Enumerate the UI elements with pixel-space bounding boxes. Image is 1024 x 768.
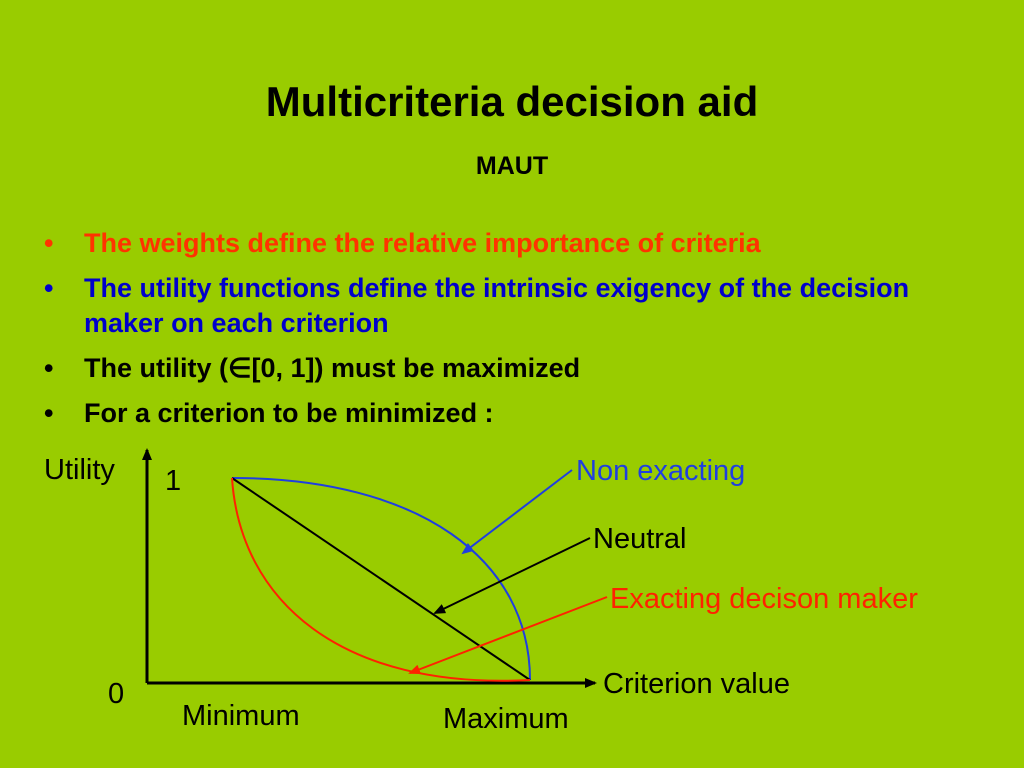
bullet-marker: • (44, 273, 54, 303)
bullet-text: The utility functions define the intrins… (84, 273, 910, 338)
bullet-item-utility-functions: • The utility functions define the intri… (44, 271, 994, 341)
x-min-label: Minimum (182, 700, 300, 732)
neutral-pointer (433, 537, 591, 614)
non-exacting-label: Non exacting (576, 455, 746, 487)
x-axis-label: Criterion value (603, 668, 790, 700)
y-axis-label: Utility (44, 454, 115, 486)
non-exacting-curve (231, 477, 531, 681)
slide-subtitle: MAUT (475, 152, 549, 180)
non-exacting-pointer (461, 469, 573, 555)
bullet-list: • The weights define the relative import… (44, 226, 994, 441)
bullet-marker: • (44, 228, 54, 258)
bullet-item-maximize: • The utility (∈[0, 1]) must be maximize… (44, 351, 994, 386)
exacting-pointer (408, 596, 608, 675)
bullet-text: The utility (∈[0, 1]) must be maximized (84, 353, 581, 383)
slide-title: Multicriteria decision aid (265, 78, 759, 125)
neutral-curve (231, 477, 531, 681)
exacting-curve (231, 477, 531, 682)
origin-label: 0 (108, 678, 125, 710)
x-max-label: Maximum (443, 703, 569, 735)
neutral-label: Neutral (593, 523, 687, 555)
y-max-label: 1 (165, 465, 182, 497)
exacting-label: Exacting decison maker (610, 583, 918, 615)
bullet-marker: • (44, 398, 54, 428)
bullet-text: The weights define the relative importan… (84, 228, 761, 258)
bullet-text: For a criterion to be minimized : (84, 398, 494, 428)
bullet-marker: • (44, 353, 54, 383)
bullet-item-minimize: • For a criterion to be minimized : (44, 396, 994, 431)
bullet-item-weights: • The weights define the relative import… (44, 226, 994, 261)
